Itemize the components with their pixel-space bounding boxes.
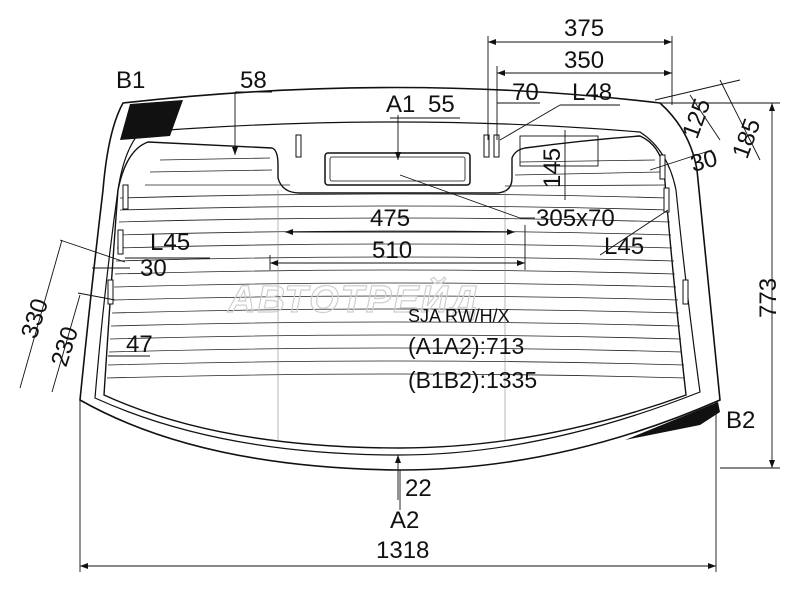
glass-inner-edge bbox=[94, 121, 701, 456]
info-b1b2: (B1B2):1335 bbox=[408, 367, 537, 393]
heater-line bbox=[110, 321, 681, 327]
label-1318: 1318 bbox=[376, 537, 429, 564]
label-185: 185 bbox=[727, 115, 766, 162]
clip bbox=[107, 279, 114, 305]
clip bbox=[483, 134, 490, 158]
label-305x70: 305x70 bbox=[536, 205, 615, 232]
label-330: 330 bbox=[16, 295, 54, 341]
heater-line bbox=[111, 308, 680, 314]
leader-l48 bbox=[499, 104, 561, 141]
sensor-box bbox=[519, 135, 599, 167]
label-22: 22 bbox=[405, 475, 432, 502]
label-230: 230 bbox=[46, 323, 84, 369]
label-125: 125 bbox=[677, 95, 716, 142]
label-375: 375 bbox=[564, 15, 604, 42]
mirror-pad-inner bbox=[329, 156, 466, 182]
ext-line bbox=[59, 239, 126, 263]
heater-line bbox=[119, 193, 669, 199]
clip bbox=[663, 187, 670, 213]
heater-line bbox=[108, 347, 683, 353]
heater-line bbox=[118, 217, 671, 223]
heater-line bbox=[112, 295, 679, 301]
heater-line bbox=[117, 230, 672, 236]
heater-line bbox=[115, 256, 675, 262]
arrowhead bbox=[708, 563, 716, 569]
dim-line-125 bbox=[689, 94, 721, 141]
b1-black-print bbox=[120, 100, 183, 140]
label-475: 475 bbox=[370, 205, 410, 232]
label-30-right: 30 bbox=[688, 145, 721, 178]
heater-line bbox=[119, 205, 670, 211]
clip bbox=[493, 134, 500, 158]
label-55: 55 bbox=[428, 91, 455, 118]
heater-line bbox=[107, 360, 685, 366]
arrowhead bbox=[232, 147, 238, 155]
arrowhead bbox=[488, 39, 496, 45]
arrowhead bbox=[664, 70, 672, 76]
heater-line bbox=[149, 169, 273, 173]
label-58: 58 bbox=[240, 67, 267, 94]
label-350: 350 bbox=[564, 47, 604, 74]
clip bbox=[682, 279, 689, 305]
clip bbox=[295, 134, 302, 158]
heater-line bbox=[514, 171, 661, 176]
label-b2: B2 bbox=[726, 407, 755, 434]
label-30-left: 30 bbox=[140, 255, 167, 282]
ext-line bbox=[654, 79, 741, 101]
dim-line-230 bbox=[51, 294, 81, 393]
label-510: 510 bbox=[372, 237, 412, 264]
arrowhead bbox=[769, 103, 775, 111]
label-b1: B1 bbox=[116, 67, 145, 94]
info-a1a2: (A1A2):713 bbox=[408, 333, 524, 359]
arrowhead bbox=[395, 152, 401, 160]
glass-outer-edge bbox=[79, 86, 721, 471]
label-47: 47 bbox=[126, 331, 153, 358]
label-a2: A2 bbox=[390, 507, 419, 534]
label-l45-left: L45 bbox=[150, 229, 190, 256]
heater-line bbox=[504, 184, 666, 187]
heater-line bbox=[113, 282, 677, 288]
arrowhead bbox=[395, 455, 401, 463]
arrowhead bbox=[270, 260, 278, 266]
heater-line bbox=[159, 157, 271, 161]
heated-area-border bbox=[103, 135, 687, 449]
label-70: 70 bbox=[512, 79, 539, 106]
arrowhead bbox=[80, 563, 88, 569]
heater-line bbox=[519, 159, 656, 163]
label-145: 145 bbox=[539, 148, 566, 188]
heater-line bbox=[109, 334, 682, 340]
heater-line bbox=[114, 269, 676, 275]
arrowheads bbox=[80, 39, 775, 569]
heater-grid bbox=[106, 157, 686, 379]
model-code: SJA RW/H/X bbox=[408, 306, 510, 326]
dim-line-185 bbox=[719, 79, 761, 161]
arrowhead bbox=[664, 39, 672, 45]
label-a1: A1 bbox=[386, 91, 415, 118]
leader-l45-right bbox=[599, 209, 669, 256]
arrowhead bbox=[285, 229, 293, 235]
dim-line-30 bbox=[649, 149, 713, 171]
ext-line bbox=[77, 292, 116, 301]
clip bbox=[122, 184, 129, 210]
arrowhead bbox=[497, 70, 505, 76]
dim-line-330 bbox=[19, 239, 63, 389]
clips bbox=[107, 134, 689, 305]
arrowhead bbox=[517, 260, 525, 266]
dimension-lines bbox=[19, 36, 780, 572]
heater-line bbox=[116, 243, 673, 249]
b2-black-print bbox=[625, 402, 720, 440]
leader-305x70 bbox=[399, 174, 521, 219]
arrowhead bbox=[769, 460, 775, 468]
label-l48: L48 bbox=[572, 79, 612, 106]
label-773: 773 bbox=[755, 278, 782, 318]
clip bbox=[117, 229, 124, 255]
heater-line bbox=[106, 373, 686, 379]
arrowhead bbox=[507, 229, 515, 235]
label-l45-right: L45 bbox=[604, 233, 644, 260]
watermark: АВТОТРЕЙД bbox=[227, 276, 479, 321]
